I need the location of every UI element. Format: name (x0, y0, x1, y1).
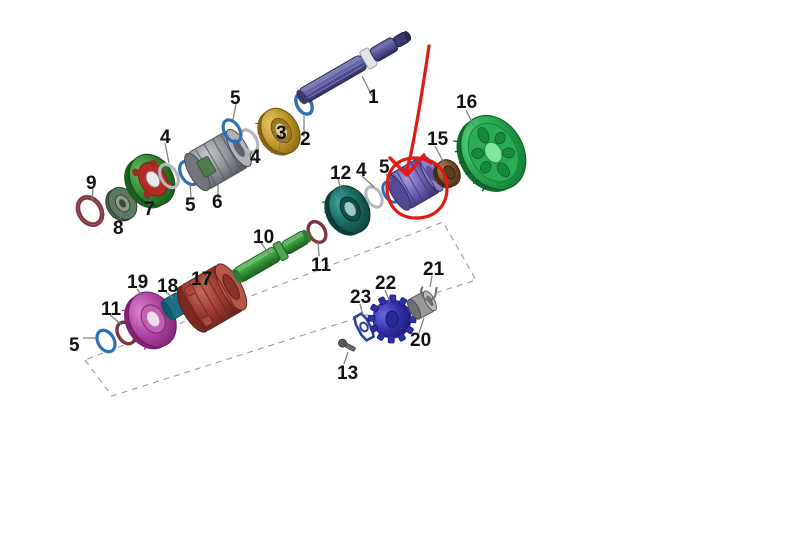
part-label-9: 9 (86, 173, 97, 194)
part-label-20: 20 (410, 330, 432, 351)
part-23-sprocket-retainer-plate (352, 312, 376, 342)
part-label-16: 16 (456, 92, 478, 113)
part-16-large-green-gear (453, 115, 527, 192)
part-label-3: 3 (276, 123, 287, 144)
part-label-4-mid: 4 (250, 147, 261, 168)
part-10-output-shaft-green (232, 229, 311, 284)
part-label-4-right: 4 (356, 160, 367, 181)
part-label-18: 18 (157, 276, 179, 297)
part-label-6: 6 (212, 192, 223, 213)
part-label-7: 7 (144, 199, 155, 220)
part-5-snap-ring-bottom (95, 328, 117, 354)
part-label-11-mid: 11 (311, 255, 332, 276)
part-5-snap-ring-mid (221, 118, 243, 144)
group-boundary-box (84, 221, 477, 397)
part-3-brass-gear (255, 107, 301, 156)
part-label-10: 10 (253, 227, 275, 248)
part-label-4-left: 4 (160, 127, 171, 148)
part-label-5-left: 5 (185, 195, 196, 216)
part-label-1: 1 (368, 87, 379, 108)
part-20-bushing-gray (407, 290, 437, 320)
part-4-washer-silver-mid (238, 128, 260, 154)
part-label-5-top: 5 (230, 88, 241, 109)
part-4-washer-silver-right (364, 185, 384, 209)
part-label-11-left: 11 (101, 299, 122, 320)
part-12-teal-gear (321, 185, 371, 236)
part-17-differential-housing (176, 263, 248, 333)
part-9-seal-ring-maroon (75, 195, 105, 227)
part-4-washer-silver-left (158, 162, 180, 190)
part-label-8: 8 (113, 218, 124, 239)
part-label-5-right: 5 (379, 157, 390, 178)
part-8-bearing (105, 186, 138, 222)
part-13-bolt (338, 338, 356, 352)
part-label-12: 12 (330, 163, 352, 184)
part-1-main-input-shaft (296, 31, 412, 105)
part-label-19: 19 (127, 272, 149, 293)
part-label-15: 15 (427, 129, 449, 150)
part-label-2: 2 (300, 129, 311, 150)
leader-lines (83, 75, 475, 365)
part-label-21: 21 (423, 259, 445, 280)
part-label-17: 17 (191, 269, 213, 290)
part-label-13: 13 (337, 363, 359, 384)
part-label-23: 23 (350, 287, 372, 308)
red-annotation (385, 44, 449, 220)
part-21-retaining-clip (420, 286, 438, 301)
part-label-5-bottom: 5 (69, 335, 80, 356)
part-label-22: 22 (375, 273, 397, 294)
part-11-seal-ring-left (306, 219, 328, 245)
